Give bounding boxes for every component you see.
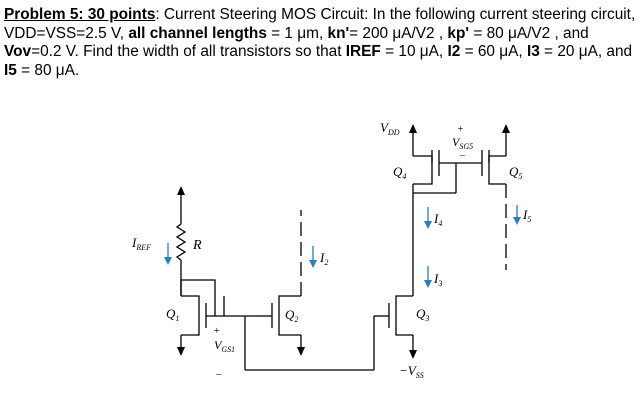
label-vdd: VDD bbox=[380, 120, 400, 137]
problem-text: = 10 μA, bbox=[380, 43, 448, 60]
vdd-rail-arrows bbox=[409, 124, 510, 156]
plus-sign: + bbox=[457, 124, 464, 135]
transistor-q3 bbox=[374, 295, 417, 359]
label-q3: Q3 bbox=[416, 306, 429, 323]
bold-term: IREF bbox=[345, 43, 381, 60]
bold-term: Vov bbox=[4, 43, 32, 60]
problem-text: = 1 μm, bbox=[266, 24, 328, 42]
iref-current-arrow bbox=[164, 243, 172, 265]
gate-bus bbox=[224, 315, 375, 371]
problem-text: = 80 μA/V2 , and bbox=[469, 24, 589, 42]
label-vsg5: VSG5 bbox=[452, 135, 473, 151]
transistor-q2 bbox=[256, 210, 305, 356]
bold-term: all channel lengths bbox=[128, 24, 267, 42]
i4-current-arrow bbox=[424, 207, 432, 229]
label-i2: I2 bbox=[319, 250, 328, 267]
bold-term: I5 bbox=[4, 61, 17, 79]
label-vss: −VSS bbox=[399, 363, 424, 380]
label-r: R bbox=[192, 238, 202, 253]
label-iref: IREF bbox=[131, 235, 151, 252]
bold-term: kp' bbox=[447, 24, 470, 42]
i5-current-arrow bbox=[513, 205, 521, 225]
label-q4: Q4 bbox=[393, 164, 406, 181]
problem-text: : Current Steering MOS Circuit: In the f… bbox=[4, 6, 636, 42]
i2-current-arrow bbox=[309, 246, 317, 268]
label-q5: Q5 bbox=[509, 164, 522, 181]
transistor-q5 bbox=[481, 150, 507, 270]
problem-statement: Problem 5: 30 points: Current Steering M… bbox=[4, 6, 638, 80]
problem-text: = 60 μA, bbox=[460, 43, 527, 60]
label-i4: I4 bbox=[433, 211, 442, 228]
bold-term: I3 bbox=[526, 43, 540, 60]
minus-sign: − bbox=[459, 151, 466, 162]
minus-sign: − bbox=[215, 369, 222, 381]
label-i3: I3 bbox=[433, 271, 442, 288]
problem-header: Problem 5: 30 points bbox=[4, 6, 156, 23]
problem-text: = 200 μA/V2 , bbox=[349, 24, 448, 42]
plus-sign: + bbox=[213, 325, 220, 337]
label-vgs1: VGS1 bbox=[214, 338, 235, 354]
transistor-q4 bbox=[413, 150, 440, 185]
problem-text: = 80 μA. bbox=[16, 61, 80, 79]
bold-term: I2 bbox=[447, 43, 461, 60]
label-q2: Q2 bbox=[285, 307, 298, 324]
problem-text: =0.2 V. Find the width of all transistor… bbox=[31, 43, 346, 60]
label-i5: I5 bbox=[522, 207, 531, 224]
pmos-gate-bus bbox=[413, 162, 482, 194]
i3-current-arrow bbox=[424, 266, 432, 288]
label-q1: Q1 bbox=[166, 306, 179, 323]
diode-connection-q1 bbox=[180, 279, 216, 316]
problem-text: = 20 μA, and bbox=[539, 43, 633, 60]
bold-term: kn' bbox=[327, 24, 350, 42]
